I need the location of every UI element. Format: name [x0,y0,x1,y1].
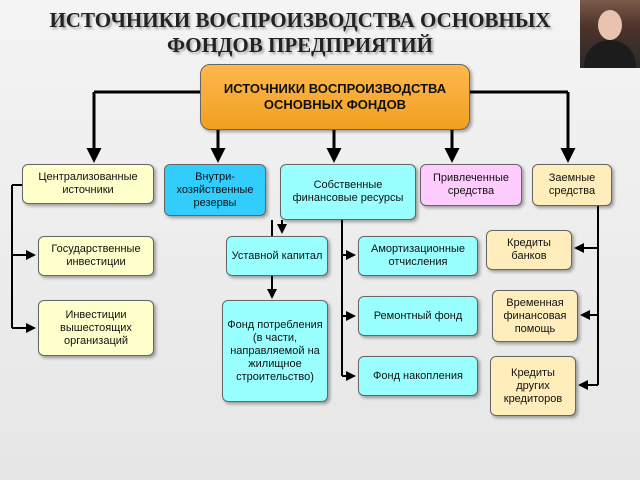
node-depreciation: Амортизационные отчисления [358,236,478,276]
node-own-resources: Собственные финансовые ресурсы [280,164,416,220]
presenter-photo [580,0,640,68]
node-other-creditors: Кредиты других кредиторов [490,356,576,416]
node-borrowed: Заемные средства [532,164,612,206]
slide-title: ИСТОЧНИКИ ВОСПРОИЗВОДСТВА ОСНОВНЫХ ФОНДО… [49,8,551,57]
node-parent-org-investments: Инвестиции вышестоящих организаций [38,300,154,356]
node-consumption-fund: Фонд потребления (в части, направляемой … [222,300,328,402]
root-node: ИСТОЧНИКИ ВОСПРОИЗВОДСТВА ОСНОВНЫХ ФОНДО… [200,64,470,130]
node-attracted: Привлеченные средства [420,164,522,206]
node-centralized: Централизованные источники [22,164,154,204]
presenter-face [598,10,622,40]
node-state-investments: Государственные инвестиции [38,236,154,276]
node-temporary-aid: Временная финансовая помощь [492,290,578,342]
node-internal-reserves: Внутри-хозяйственные резервы [164,164,266,216]
node-bank-credits: Кредиты банков [486,230,572,270]
node-accumulation-fund: Фонд накопления [358,356,478,396]
node-repair-fund: Ремонтный фонд [358,296,478,336]
node-charter-capital: Уставной капитал [226,236,328,276]
